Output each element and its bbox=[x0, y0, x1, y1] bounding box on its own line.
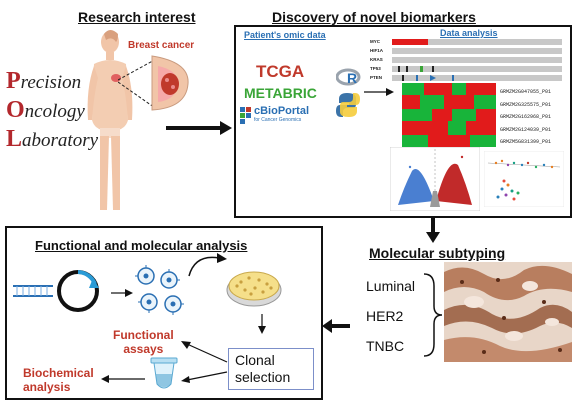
curved-arrow-to-dish bbox=[188, 253, 227, 277]
arrow-clonal-to-assays bbox=[181, 341, 228, 363]
metabric-logo: METABRIC bbox=[244, 85, 317, 101]
functional-title: Functional and molecular analysis bbox=[35, 238, 248, 253]
data-analysis-title: Data analysis bbox=[440, 28, 498, 38]
lab-line-2: Oncology bbox=[6, 97, 85, 123]
plasmid-icon bbox=[57, 270, 99, 312]
functional-assays-label: Functional assays bbox=[113, 328, 174, 356]
subtype-tnbc: TNBC bbox=[366, 338, 405, 354]
biochemical-analysis-label: Biochemical analysis bbox=[23, 366, 94, 394]
gene-label-pten: PTEN bbox=[370, 75, 383, 80]
gene-label-tp53: TP53 bbox=[370, 66, 381, 71]
cbioportal-sublabel: for Cancer Genomics bbox=[254, 117, 302, 123]
scatter-plot bbox=[484, 151, 564, 207]
subtype-her2: HER2 bbox=[366, 308, 404, 324]
microtube-icon bbox=[150, 357, 178, 389]
arrow-tube-to-biochemical bbox=[101, 375, 145, 383]
expression-heatmap bbox=[402, 83, 496, 147]
arrow-dish-to-clonal bbox=[258, 314, 266, 334]
clonal-line-1: Clonal bbox=[235, 352, 275, 368]
arrow-to-functional bbox=[322, 319, 350, 333]
probe-id: GRMZM2G162968_P01 bbox=[500, 114, 552, 120]
oncoprint-tracks bbox=[392, 39, 562, 81]
probe-id-list: GRMZM2G047055_P01 GRMZM2G325575_P01 GRMZ… bbox=[500, 86, 551, 149]
discovery-panel: Patient's omic data Data analysis TCGA M… bbox=[234, 25, 572, 218]
probe-id: GRMZM5G831399_P01 bbox=[500, 139, 552, 145]
probe-id: GRMZM2G047055_P01 bbox=[500, 89, 552, 95]
arrow-plasmid-to-virus bbox=[111, 289, 133, 297]
cbioportal-logo: cBioPortal for Cancer Genomics bbox=[240, 105, 316, 127]
clonal-selection-box: Clonal selection bbox=[228, 348, 314, 390]
lab-line-1: Precision bbox=[6, 68, 82, 94]
arrow-to-discovery bbox=[166, 121, 232, 135]
lab-line-3: Laboratory bbox=[6, 126, 99, 152]
petri-dish-icon bbox=[226, 271, 282, 307]
subtype-luminal: Luminal bbox=[366, 278, 416, 294]
probe-id: GRMZM2G124039_P01 bbox=[500, 126, 552, 133]
probe-id: GRMZM2G325575_P01 bbox=[500, 101, 552, 108]
cbioportal-icon bbox=[240, 107, 251, 124]
python-logo bbox=[336, 93, 360, 117]
r-logo: R bbox=[336, 68, 361, 86]
r-logo-text: R bbox=[347, 70, 357, 86]
discovery-title: Discovery of novel biomarkers bbox=[272, 9, 476, 25]
breast-cross-section-illustration bbox=[118, 55, 189, 111]
arrow-clonal-to-tube bbox=[181, 371, 228, 383]
breast-cancer-label: Breast cancer bbox=[128, 40, 195, 51]
molecular-subtyping-title: Molecular subtyping bbox=[369, 245, 506, 261]
gene-label-hif1a: HIF1A bbox=[370, 48, 384, 53]
volcano-plot bbox=[390, 147, 480, 211]
arrow-to-analysis bbox=[364, 88, 394, 96]
human-figure-illustration bbox=[87, 30, 133, 210]
precision-oncology-lab-wordmark: Precision Oncology Laboratory bbox=[6, 68, 126, 153]
cbioportal-label: cBioPortal bbox=[254, 105, 310, 117]
tcga-logo: TCGA bbox=[256, 62, 305, 81]
gene-label-myc: MYC bbox=[370, 39, 380, 44]
lentivirus-particles-icon bbox=[135, 265, 184, 315]
arrow-to-subtyping bbox=[426, 216, 440, 243]
omic-data-title: Patient's omic data bbox=[244, 30, 326, 40]
dna-strand-icon bbox=[13, 285, 53, 297]
histology-image bbox=[444, 262, 572, 362]
subtype-brace bbox=[423, 273, 443, 357]
oncoprint-panel: MYC HIF1A KRAS TP53 PTEN bbox=[370, 39, 566, 83]
clonal-line-2: selection bbox=[235, 369, 291, 385]
research-interest-title: Research interest bbox=[78, 9, 196, 25]
functional-panel: Functional and molecular analysis bbox=[5, 226, 323, 400]
gene-label-kras: KRAS bbox=[370, 57, 383, 62]
